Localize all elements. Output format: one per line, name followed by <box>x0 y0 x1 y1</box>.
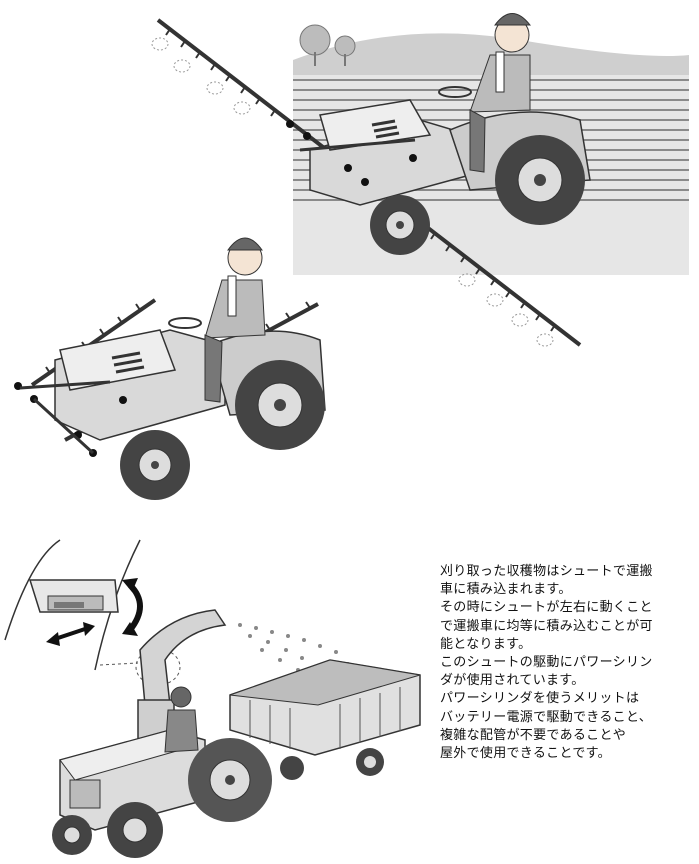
caption-line: 能となります。 <box>440 636 532 652</box>
caption-line: 屋外で使用できることです。 <box>440 746 611 762</box>
caption-line: ダが使用されています。 <box>440 673 585 689</box>
explanation-text: 刈り取った収穫物はシュートで運搬 車に積み込まれます。 その時にシュートが左右に… <box>440 563 695 763</box>
cargo-wagon <box>229 659 421 780</box>
caption-line: このシュートの駆動にパワーシリン <box>440 655 653 671</box>
bottom-tractor <box>52 686 272 858</box>
caption-line: パワーシリンダを使うメリットは <box>440 691 640 707</box>
caption-line: 複雑な配管が不要であることや <box>440 727 627 743</box>
caption-line: その時にシュートが左右に動くこと <box>440 600 653 616</box>
caption-line: で運搬車に均等に積み込むことが可 <box>440 618 653 634</box>
top-tractor <box>286 13 591 255</box>
caption-line: 車に積み込まれます。 <box>440 582 572 598</box>
caption-line: バッテリー電源で駆動できること、 <box>440 709 653 725</box>
middle-tractor <box>14 237 326 500</box>
caption-line: 刈り取った収穫物はシュートで運搬 <box>440 564 653 579</box>
cylinder-detail-inset <box>4 539 181 686</box>
